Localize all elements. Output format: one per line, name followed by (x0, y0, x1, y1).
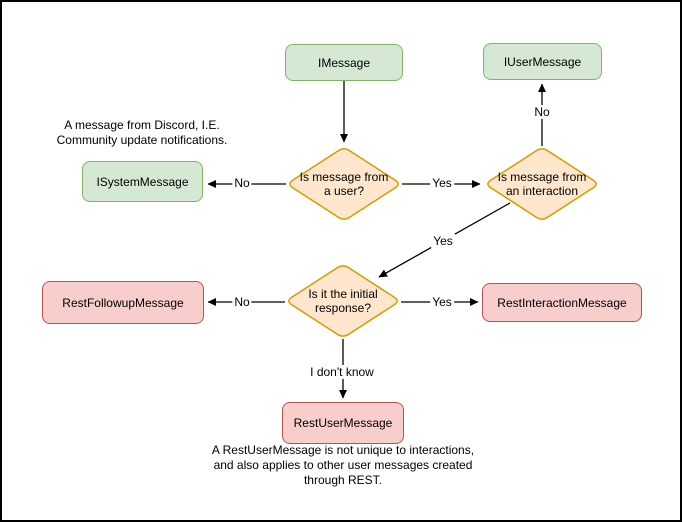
edge-label-from-interaction-no: No (532, 105, 552, 119)
decision-diamond-shape (288, 265, 398, 337)
decision-is-message-from-interaction: Is message from an interaction (484, 146, 600, 222)
decision-diamond-shape (487, 148, 597, 220)
node-iusermessage-label: IUserMessage (503, 54, 582, 69)
node-restinteractionmessage-label: RestInteractionMessage (497, 295, 627, 310)
decision-is-message-from-user: Is message from a user? (286, 146, 402, 222)
system-message-note-line1: A message from Discord, I.E. (64, 118, 220, 132)
node-restusermessage: RestUserMessage (282, 402, 404, 444)
rest-user-message-note-line3: through REST. (303, 473, 383, 487)
edge-label-from-user-no: No (232, 176, 252, 190)
node-restfollowupmessage-label: RestFollowupMessage (62, 295, 184, 310)
decision-is-initial-response: Is it the initial response? (285, 263, 401, 339)
node-isystemmessage-label: ISystemMessage (96, 174, 189, 189)
edge-label-from-interaction-yes: Yes (431, 234, 455, 248)
node-iusermessage: IUserMessage (483, 43, 602, 80)
decision-is-message-from-user-label: Is message from a user? (299, 170, 389, 198)
node-restfollowupmessage: RestFollowupMessage (42, 281, 204, 324)
decision-diamond-shape (289, 148, 399, 220)
system-message-note: A message from Discord, I.E. Community u… (42, 118, 242, 148)
decision-is-initial-response-label: Is it the initial response? (308, 287, 378, 315)
edge-label-from-user-yes: Yes (430, 176, 454, 190)
edge-label-initial-response-unknown: I don't know (308, 365, 376, 379)
decision-is-message-from-interaction-label: Is message from an interaction (497, 170, 587, 198)
system-message-note-line2: Community update notifications. (56, 133, 228, 147)
node-imessage: IMessage (285, 44, 403, 81)
node-isystemmessage: ISystemMessage (82, 161, 203, 202)
rest-user-message-note-line1: A RestUserMessage is not unique to inter… (211, 443, 475, 457)
node-restusermessage-label: RestUserMessage (293, 416, 393, 430)
rest-user-message-note: A RestUserMessage is not unique to inter… (183, 443, 503, 488)
edge-label-initial-response-yes: Yes (430, 295, 454, 309)
node-restinteractionmessage: RestInteractionMessage (482, 283, 642, 322)
edge-label-initial-response-no: No (232, 295, 252, 309)
node-imessage-label: IMessage (317, 55, 371, 70)
rest-user-message-note-line2: and also applies to other user messages … (213, 458, 473, 472)
